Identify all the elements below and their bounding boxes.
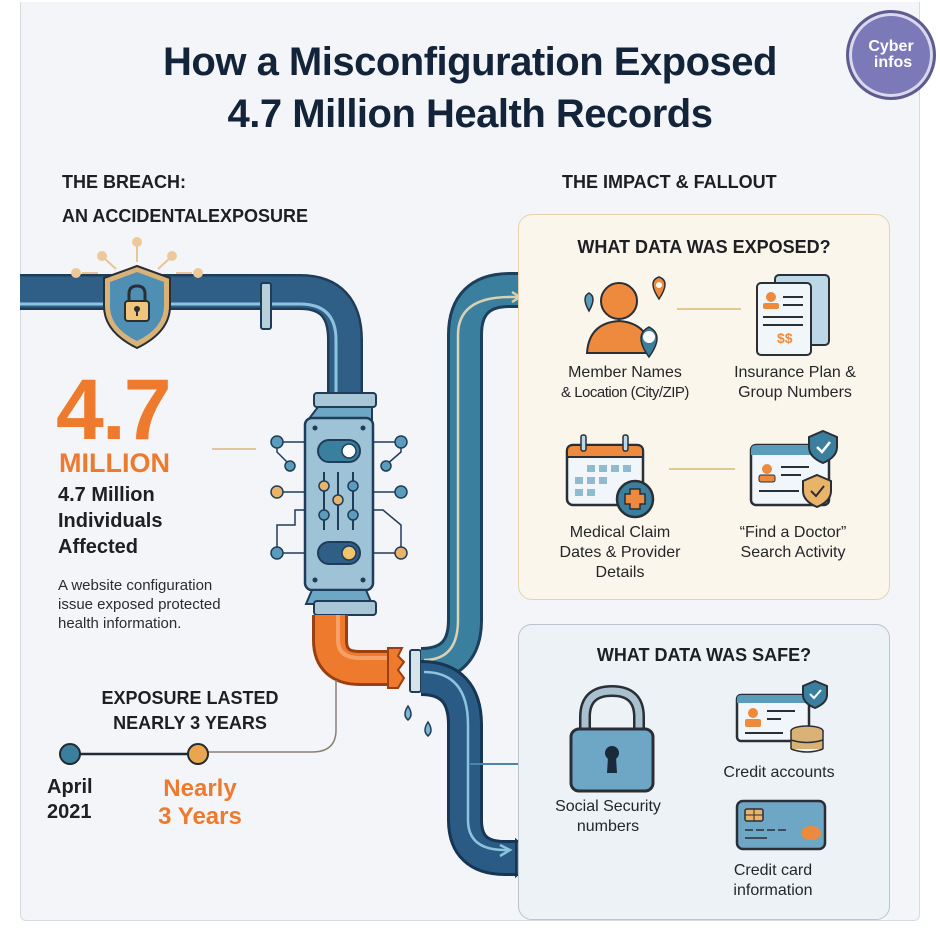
item-line-1: Credit accounts [723, 764, 835, 781]
title-line-1: How a Misconfiguration Exposed [163, 40, 777, 84]
item-line-2: Dates & Provider [559, 544, 681, 561]
exposure-title-line-2: NEARLY 3 YEARS [113, 713, 267, 733]
badge-text-1: Cyber [868, 38, 914, 55]
description-line-2: issue exposed protected [58, 596, 221, 613]
insurance-document-icon: $$ [756, 274, 830, 356]
item-line-1: Medical Claim [569, 524, 671, 541]
breach-description: A website configuration issue exposed pr… [58, 576, 221, 633]
exposed-item-insurance-plan: Insurance Plan & Group Numbers [713, 363, 877, 403]
timeline-start-label: April 2021 [47, 775, 93, 825]
item-line-1: “Find a Doctor” [739, 524, 847, 541]
exposed-item-member-names: Member Names & Location (City/ZIP) [545, 363, 705, 403]
start-month: April [47, 776, 93, 798]
end-line-2: 3 Years [158, 803, 242, 830]
item-line-1: Credit card [733, 862, 813, 879]
affected-count-unit: MILLION [59, 448, 170, 478]
page-title: How a Misconfiguration Exposed 4.7 Milli… [60, 36, 880, 140]
person-location-icon [584, 276, 666, 359]
impact-heading: THE IMPACT & FALLOUT [562, 172, 777, 192]
timeline-end-label: Nearly 3 Years [148, 775, 252, 831]
exposed-data-card: WHAT DATA WAS EXPOSED? $$ Member Names &… [518, 214, 890, 600]
safe-data-card: WHAT DATA WAS SAFE? Social Security numb… [518, 624, 890, 920]
credit-card-icon [735, 799, 827, 851]
end-line-1: Nearly [163, 775, 237, 802]
safe-item-ssn: Social Security numbers [533, 797, 683, 837]
affected-line-2: Individuals [58, 510, 163, 532]
credit-account-icon [735, 679, 828, 753]
svg-text:$$: $$ [777, 330, 793, 346]
exposed-item-find-doctor: “Find a Doctor” Search Activity [711, 523, 875, 563]
item-line-2: information [733, 882, 813, 899]
item-line-2: Search Activity [740, 544, 846, 561]
affected-line-1: 4.7 Million [58, 484, 155, 506]
affected-count-number: 4.7 [56, 362, 172, 458]
description-line-3: health information. [58, 615, 182, 632]
cyberinfos-logo-badge: Cyber infos [846, 10, 936, 100]
affected-line-3: Affected [58, 536, 139, 558]
safe-item-credit-accounts: Credit accounts [699, 763, 859, 783]
doctor-search-profile-icon [749, 429, 838, 509]
title-line-2: 4.7 Million Health Records [227, 92, 713, 136]
affected-description: 4.7 Million Individuals Affected [58, 482, 162, 560]
exposure-duration-heading: EXPOSURE LASTED NEARLY 3 YEARS [70, 686, 310, 736]
padlock-icon [569, 684, 655, 793]
exposure-title-line-1: EXPOSURE LASTED [101, 688, 279, 708]
item-line-1: Social Security [555, 798, 661, 815]
exposed-item-medical-claims: Medical Claim Dates & Provider Details [535, 523, 705, 583]
item-line-1: Member Names [568, 364, 682, 381]
item-line-2: Group Numbers [738, 384, 852, 401]
shield-lock-icon [71, 237, 203, 350]
item-line-2: numbers [576, 818, 640, 835]
safe-card-title: WHAT DATA WAS SAFE? [596, 645, 812, 665]
item-line-2: & Location (City/ZIP) [561, 384, 689, 401]
item-line-3: Details [595, 564, 645, 581]
breach-heading: THE BREACH: [62, 172, 186, 192]
exposed-connector-lines [669, 308, 741, 470]
badge-text-2: infos [873, 54, 913, 71]
breach-subheading: AN ACCIDENTALEXPOSURE [62, 206, 309, 226]
safe-item-credit-card: Credit card information [703, 861, 843, 901]
item-line-1: Insurance Plan & [734, 364, 856, 381]
description-line-1: A website configuration [58, 577, 213, 594]
medical-calendar-icon [565, 434, 655, 519]
start-year: 2021 [47, 801, 92, 823]
exposed-card-title: WHAT DATA WAS EXPOSED? [577, 237, 831, 257]
